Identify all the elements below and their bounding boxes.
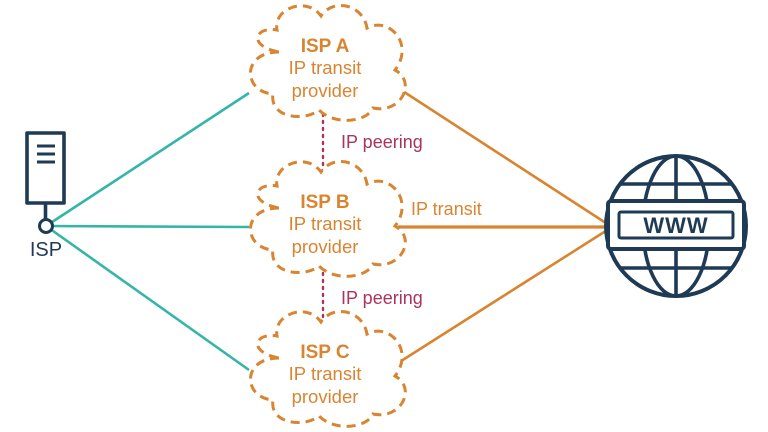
cloud-line: IP transit [289, 57, 362, 78]
cloud-line: provider [292, 386, 359, 407]
cloud-line: provider [292, 80, 359, 101]
link-a-to-www [397, 86, 613, 229]
link-c-to-www [397, 225, 613, 365]
transit-label: IP transit [411, 199, 482, 219]
cloud-isp-a: ISP A IP transit provider [248, 4, 407, 122]
peering-label-top: IP peering [341, 132, 423, 152]
cloud-title: ISP C [300, 342, 350, 363]
cloud-line: IP transit [289, 213, 362, 234]
isp-label: ISP [30, 239, 62, 261]
isp-links [45, 91, 250, 372]
globe-icon [604, 154, 748, 298]
cloud-line: provider [292, 236, 359, 257]
cloud-title: ISP A [301, 36, 350, 57]
cloud-line: IP transit [289, 363, 362, 384]
transit-links [397, 86, 613, 365]
peering-label-bottom: IP peering [341, 288, 423, 308]
www-label: WWW [643, 213, 708, 238]
link-isp-to-a [45, 91, 250, 228]
cloud-title: ISP B [300, 192, 349, 213]
link-isp-to-c [45, 224, 250, 372]
cloud-isp-c: ISP C IP transit provider [248, 310, 407, 428]
cloud-isp-b: ISP B IP transit provider [248, 160, 407, 278]
link-isp-to-b [45, 224, 250, 229]
server-icon [25, 131, 66, 234]
